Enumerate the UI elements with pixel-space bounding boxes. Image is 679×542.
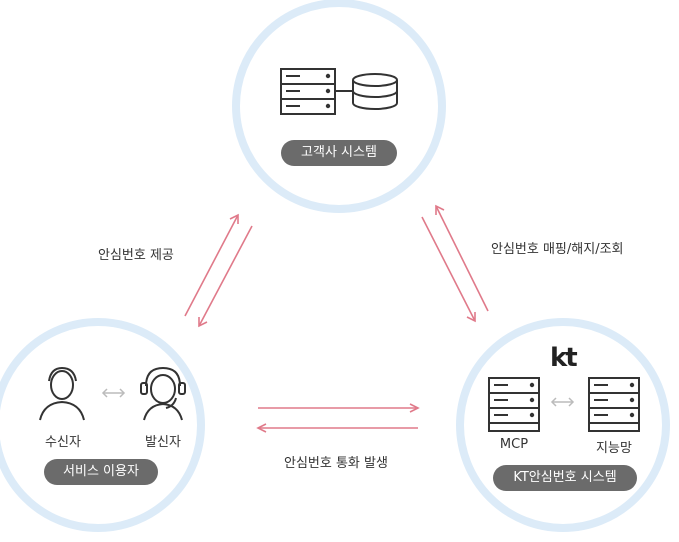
service-users-ring bbox=[0, 318, 205, 532]
arrow-customer-to-users bbox=[198, 225, 253, 328]
server-icon bbox=[280, 68, 336, 115]
network-label: 지능망 bbox=[596, 441, 632, 456]
headset-person-icon bbox=[140, 366, 186, 421]
database-icon bbox=[352, 73, 398, 110]
caller-label: 발신자 bbox=[145, 435, 181, 450]
arrow-customer-to-kt bbox=[421, 216, 476, 323]
mcp-server-icon bbox=[488, 377, 540, 432]
service-users-label: 서비스 이용자 bbox=[44, 459, 158, 485]
arrow-kt-to-users bbox=[256, 423, 418, 433]
edge-label-mapping: 안심번호 매핑/해지/조회 bbox=[491, 242, 624, 257]
edge-label-provide: 안심번호 제공 bbox=[98, 248, 174, 263]
arrow-users-to-kt bbox=[258, 403, 420, 413]
receiver-label: 수신자 bbox=[45, 435, 81, 450]
edge-label-call: 안심번호 통화 발생 bbox=[284, 456, 388, 471]
customer-system-label: 고객사 시스템 bbox=[281, 140, 397, 166]
arrow-users-to-customer bbox=[184, 213, 239, 317]
bidirectional-arrow-icon bbox=[550, 397, 575, 407]
arrow-kt-to-customer bbox=[435, 204, 489, 312]
bidirectional-arrow-icon bbox=[101, 388, 126, 398]
mcp-label: MCP bbox=[499, 437, 529, 452]
kt-system-label: KT안심번호 시스템 bbox=[493, 465, 637, 491]
customer-system-ring bbox=[232, 0, 446, 213]
kt-logo: kt bbox=[550, 343, 578, 373]
network-server-icon bbox=[588, 377, 640, 432]
person-icon bbox=[39, 366, 85, 421]
